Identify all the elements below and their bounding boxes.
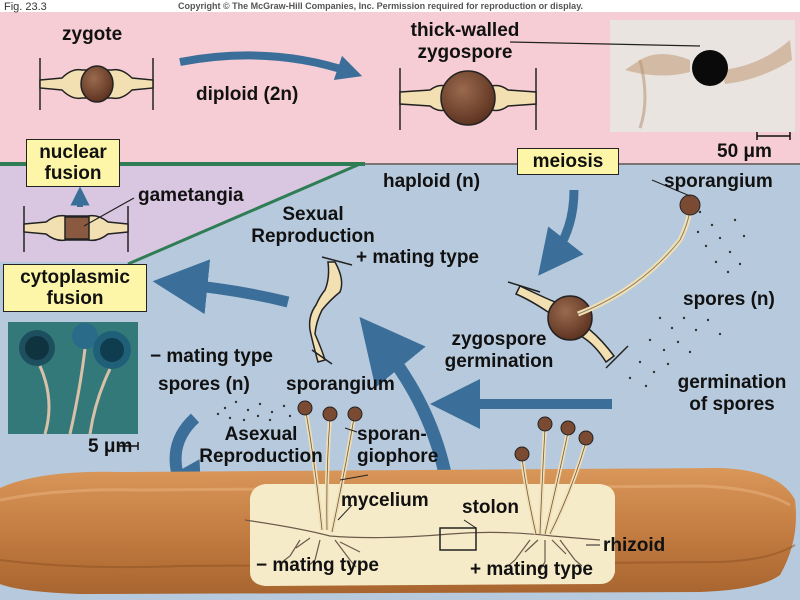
label-zygote: zygote [62, 24, 123, 45]
box-cytoplasmic-fusion: cytoplasmic fusion [3, 264, 147, 312]
label-minus-mating-bottom: − mating type [256, 555, 379, 576]
label-zygospore-germ: zygospore [451, 329, 547, 350]
box-cytoplasmic-line1: cytoplasmic [20, 267, 130, 288]
label-thick-walled: thick-walled [410, 20, 520, 41]
label-minus-mating-left: − mating type [150, 346, 273, 367]
label-rhizoid: rhizoid [603, 535, 666, 556]
mycelium-network [244, 519, 601, 571]
stolon-box [439, 527, 477, 551]
label-spores-right: spores (n) [683, 289, 775, 310]
box-meiosis: meiosis [517, 148, 619, 175]
sporangium-right-dot [679, 194, 701, 216]
label-mycelium: mycelium [341, 490, 429, 511]
box-nuclear-fusion-line2: fusion [44, 163, 102, 184]
label-stolon: stolon [462, 497, 519, 518]
sporangia-micrograph [8, 322, 138, 435]
label-scale-50: 50 μm [717, 141, 772, 162]
mating-pair-illustration [308, 256, 353, 365]
label-gametangia: gametangia [138, 185, 244, 206]
gametangia-illustration [23, 206, 129, 252]
label-of-spores: of spores [689, 394, 775, 415]
copyright-notice: Copyright © The McGraw-Hill Companies, I… [178, 1, 584, 11]
label-diploid: diploid (2n) [196, 84, 299, 105]
spore-dots [216, 210, 746, 422]
diagonal-divider [127, 162, 361, 266]
label-zygospore-top: zygospore [417, 42, 513, 63]
arrow-to-cytoplasmic-fusion [152, 259, 290, 315]
label-germination: germination [444, 351, 554, 372]
bread-substrate [0, 468, 796, 594]
sporangium-left-3 [347, 406, 363, 422]
arrow-to-zygospore [179, 51, 363, 81]
label-germination-of: germination [677, 372, 787, 393]
label-spores-left: spores (n) [158, 374, 250, 395]
arrow-meiosis [538, 189, 584, 276]
label-sporangiophore-2: giophore [357, 446, 439, 467]
box-cytoplasmic-line2: fusion [46, 288, 104, 309]
label-plus-mating-bottom: + mating type [470, 559, 593, 580]
box-meiosis-label: meiosis [532, 151, 604, 172]
label-haploid: haploid (n) [383, 171, 481, 192]
label-plus-mating-top: + mating type [356, 247, 479, 268]
zygospore-micrograph [610, 20, 795, 132]
zygote-illustration [39, 58, 154, 110]
zygospore-illustration [399, 68, 537, 130]
label-sexual: Sexual [282, 204, 344, 225]
box-nuclear-fusion: nuclear fusion [26, 139, 120, 187]
figure-label: Fig. 23.3 [4, 1, 47, 13]
sporangium-left-1 [297, 400, 313, 416]
label-sporangium-right: sporangium [664, 171, 773, 192]
box-nuclear-fusion-line1: nuclear [39, 142, 107, 163]
label-scale-5: 5 μm [88, 436, 133, 457]
germinating-zygospore-illustration [507, 281, 629, 369]
sporangium-left-2 [322, 406, 338, 422]
label-asexual-reproduction: Reproduction [199, 446, 323, 467]
label-sexual-reproduction: Reproduction [251, 226, 375, 247]
label-asexual: Asexual [224, 424, 298, 445]
label-sporangium-mid: sporangium [286, 374, 395, 395]
label-sporangiophore-1: sporan- [357, 424, 427, 445]
